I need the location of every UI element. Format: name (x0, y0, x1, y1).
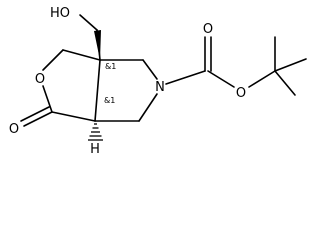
bond-o-c1-lactone (42, 85, 53, 113)
stereo-label-bottom: &1 (104, 96, 115, 105)
bond-ester-o-tbu-c (248, 70, 276, 88)
bond-c1-carbonyl-o-b (20, 106, 50, 122)
bond-n-carbamate-c (165, 70, 206, 85)
bond-c1-c6a (51, 111, 96, 122)
bond-c1-carbonyl-o-a (23, 111, 53, 127)
bond-tbu-methyl-down (274, 70, 296, 96)
bond-c3a-ch2-lactone (62, 49, 101, 61)
bond-ch2-oh (79, 14, 98, 31)
bond-tbu-methyl-right (274, 58, 307, 72)
ester-oxygen-label: O (236, 86, 246, 101)
lactone-oxygen-label: O (35, 72, 45, 87)
stereo-label-top: &1 (105, 62, 116, 71)
bond-c4-n (142, 59, 158, 80)
stereo-labels: &1 &1 (104, 62, 116, 105)
hydroxyl-label: HO (50, 6, 70, 21)
bond-ch2-o-lactone (42, 49, 64, 71)
wedge-bond-ch2oh (94, 30, 101, 60)
bond-n-c6 (138, 93, 158, 122)
hashed-bond-h (88, 123, 103, 141)
molecule-diagram: HO O O N O O H &1 &1 (9, 6, 307, 157)
bridgehead-hydrogen-label: H (90, 142, 100, 157)
atom-labels: HO O O N O O H (9, 6, 246, 157)
bonds (20, 14, 307, 127)
bond-c6a-c3a (94, 59, 101, 122)
nitrogen-label: N (155, 80, 165, 95)
carbonyl-oxygen-left-label: O (9, 122, 19, 137)
carbonyl-oxygen-right-label: O (203, 22, 213, 37)
bond-carbamate-c-ester-o (207, 70, 235, 88)
